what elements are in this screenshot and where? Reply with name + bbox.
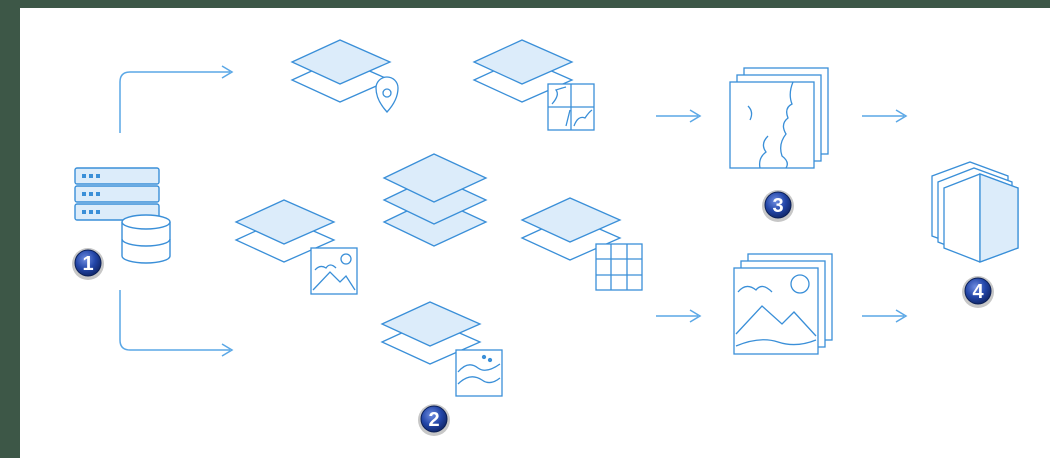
step-badge-2: 2: [418, 404, 450, 436]
step-badge-3: 3: [762, 190, 794, 222]
grid-tile-layer-icon: [522, 198, 642, 290]
step-3-number: 3: [772, 195, 783, 217]
vector-tile-layer-icon: [474, 40, 594, 130]
image-layer-icon: [236, 200, 357, 294]
step-badge-1: 1: [72, 248, 104, 280]
multi-layer-stack-icon: [384, 154, 486, 246]
map-tiles-icon: [730, 68, 828, 168]
step-badge-4: 4: [962, 276, 994, 308]
step-2-number: 2: [428, 409, 439, 431]
step-1-number: 1: [82, 253, 93, 275]
elevation-layer-icon: [382, 302, 502, 396]
cube-stack-icon: [932, 162, 1018, 262]
point-layer-icon: [292, 40, 398, 112]
image-output-icon: [734, 254, 832, 354]
step-4-number: 4: [972, 281, 984, 303]
